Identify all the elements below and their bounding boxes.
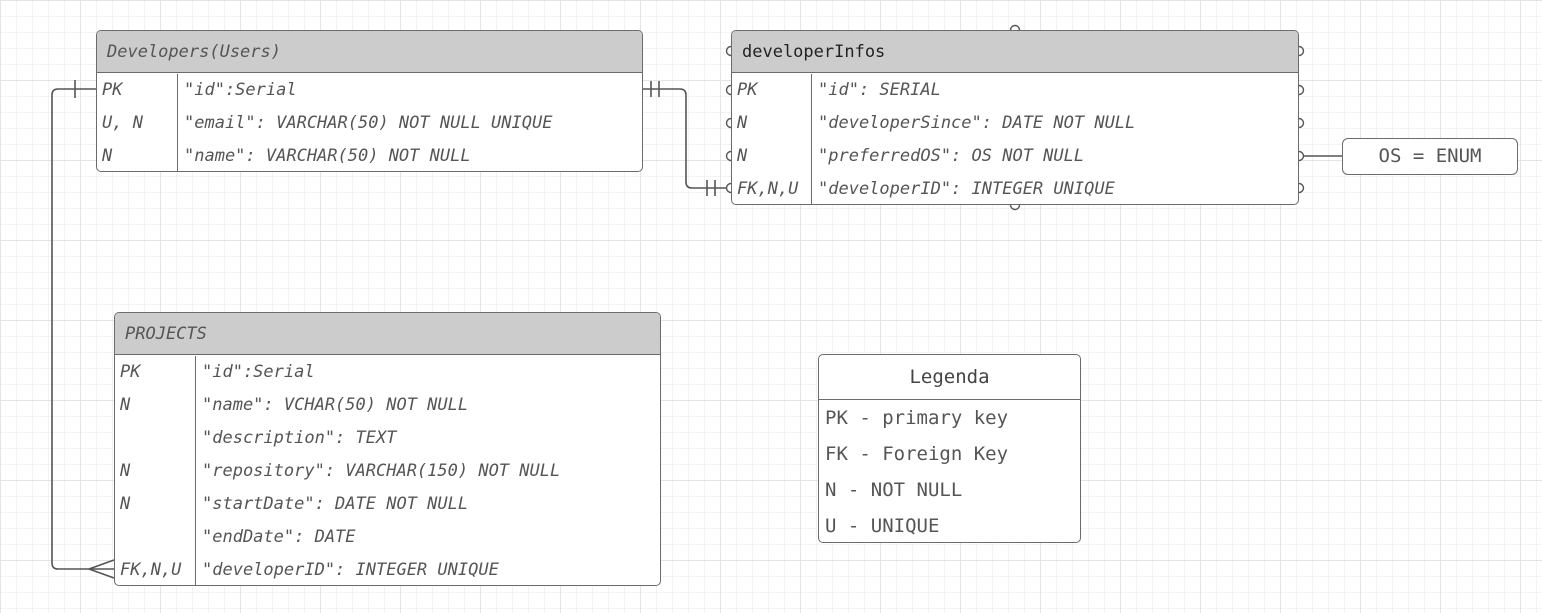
os-enum-box[interactable]: OS = ENUM xyxy=(1342,138,1518,175)
table-row[interactable]: U, N "email": VARCHAR(50) NOT NULL UNIQU… xyxy=(97,107,642,140)
developerinfos-table[interactable]: developerInfos PK "id": SERIAL N "develo… xyxy=(731,30,1299,205)
developers-table-body: PK "id":Serial U, N "email": VARCHAR(50)… xyxy=(97,73,642,171)
key-cell: N xyxy=(97,140,178,171)
projects-table-title: PROJECTS xyxy=(115,313,660,355)
crowfoot-lower xyxy=(88,568,115,579)
key-cell: PK xyxy=(732,74,812,107)
legend-item: PK - primary key xyxy=(825,407,1009,429)
developerinfos-table-body: PK "id": SERIAL N "developerSince": DATE… xyxy=(732,73,1298,204)
field-cell: "id": SERIAL xyxy=(818,80,941,100)
field-cell: "developerID": INTEGER UNIQUE xyxy=(818,179,1115,199)
field-cell: "developerSince": DATE NOT NULL xyxy=(818,113,1136,133)
key-cell: N xyxy=(732,107,812,140)
link-developers-projects xyxy=(51,88,114,570)
field-cell: "name": VARCHAR(50) NOT NULL xyxy=(184,146,471,166)
key-cell: N xyxy=(732,140,812,173)
table-row[interactable]: PK "id":Serial xyxy=(97,74,642,107)
developerinfos-table-title: developerInfos xyxy=(732,31,1298,73)
table-row[interactable]: N "developerSince": DATE NOT NULL xyxy=(732,107,1298,140)
field-cell: "preferredOS": OS NOT NULL xyxy=(818,146,1085,166)
table-row[interactable]: FK,N,U "developerID": INTEGER UNIQUE xyxy=(732,173,1298,204)
legend-item: N - NOT NULL xyxy=(825,479,963,501)
field-cell: "startDate": DATE NOT NULL xyxy=(202,494,469,514)
table-row[interactable]: N "name": VCHAR(50) NOT NULL xyxy=(115,389,660,422)
table-row[interactable]: PK "id":Serial xyxy=(115,356,660,389)
field-cell: "repository": VARCHAR(150) NOT NULL xyxy=(202,461,561,481)
key-cell: N xyxy=(115,455,196,488)
legend-item: FK - Foreign Key xyxy=(825,443,1009,465)
key-cell xyxy=(115,422,196,455)
table-row[interactable]: N "name": VARCHAR(50) NOT NULL xyxy=(97,140,642,171)
developers-table[interactable]: Developers(Users) PK "id":Serial U, N "e… xyxy=(96,30,643,172)
table-row[interactable]: FK,N,U "developerID": INTEGER UNIQUE xyxy=(115,554,660,585)
key-cell: FK,N,U xyxy=(732,173,812,204)
field-cell: "id":Serial xyxy=(184,80,297,100)
legend-item: U - UNIQUE xyxy=(825,515,940,537)
legend-box[interactable]: Legenda PK - primary key FK - Foreign Ke… xyxy=(818,354,1081,543)
legend-list: PK - primary key FK - Foreign Key N - NO… xyxy=(819,400,1080,544)
field-cell: "email": VARCHAR(50) NOT NULL UNIQUE xyxy=(184,113,553,133)
table-row[interactable]: "description": TEXT xyxy=(115,422,660,455)
table-row[interactable]: N "startDate": DATE NOT NULL xyxy=(115,488,660,521)
key-cell: U, N xyxy=(97,107,178,140)
key-cell: N xyxy=(115,488,196,521)
key-cell: PK xyxy=(97,74,178,107)
field-cell: "name": VCHAR(50) NOT NULL xyxy=(202,395,469,415)
crowfoot-upper xyxy=(88,559,115,570)
table-row[interactable]: "endDate": DATE xyxy=(115,521,660,554)
projects-table[interactable]: PROJECTS PK "id":Serial N "name": VCHAR(… xyxy=(114,312,661,586)
legend-title: Legenda xyxy=(819,355,1080,400)
field-cell: "id":Serial xyxy=(202,362,315,382)
developers-table-title: Developers(Users) xyxy=(97,31,642,73)
field-cell: "endDate": DATE xyxy=(202,527,356,547)
key-cell: FK,N,U xyxy=(115,554,196,585)
key-cell: PK xyxy=(115,356,196,389)
key-cell xyxy=(115,521,196,554)
table-row[interactable]: N "repository": VARCHAR(150) NOT NULL xyxy=(115,455,660,488)
table-row[interactable]: PK "id": SERIAL xyxy=(732,74,1298,107)
link-developers-developerinfos xyxy=(643,88,729,189)
key-cell: N xyxy=(115,389,196,422)
projects-table-body: PK "id":Serial N "name": VCHAR(50) NOT N… xyxy=(115,355,660,585)
table-row[interactable]: N "preferredOS": OS NOT NULL xyxy=(732,140,1298,173)
field-cell: "developerID": INTEGER UNIQUE xyxy=(202,560,499,580)
field-cell: "description": TEXT xyxy=(202,428,397,448)
